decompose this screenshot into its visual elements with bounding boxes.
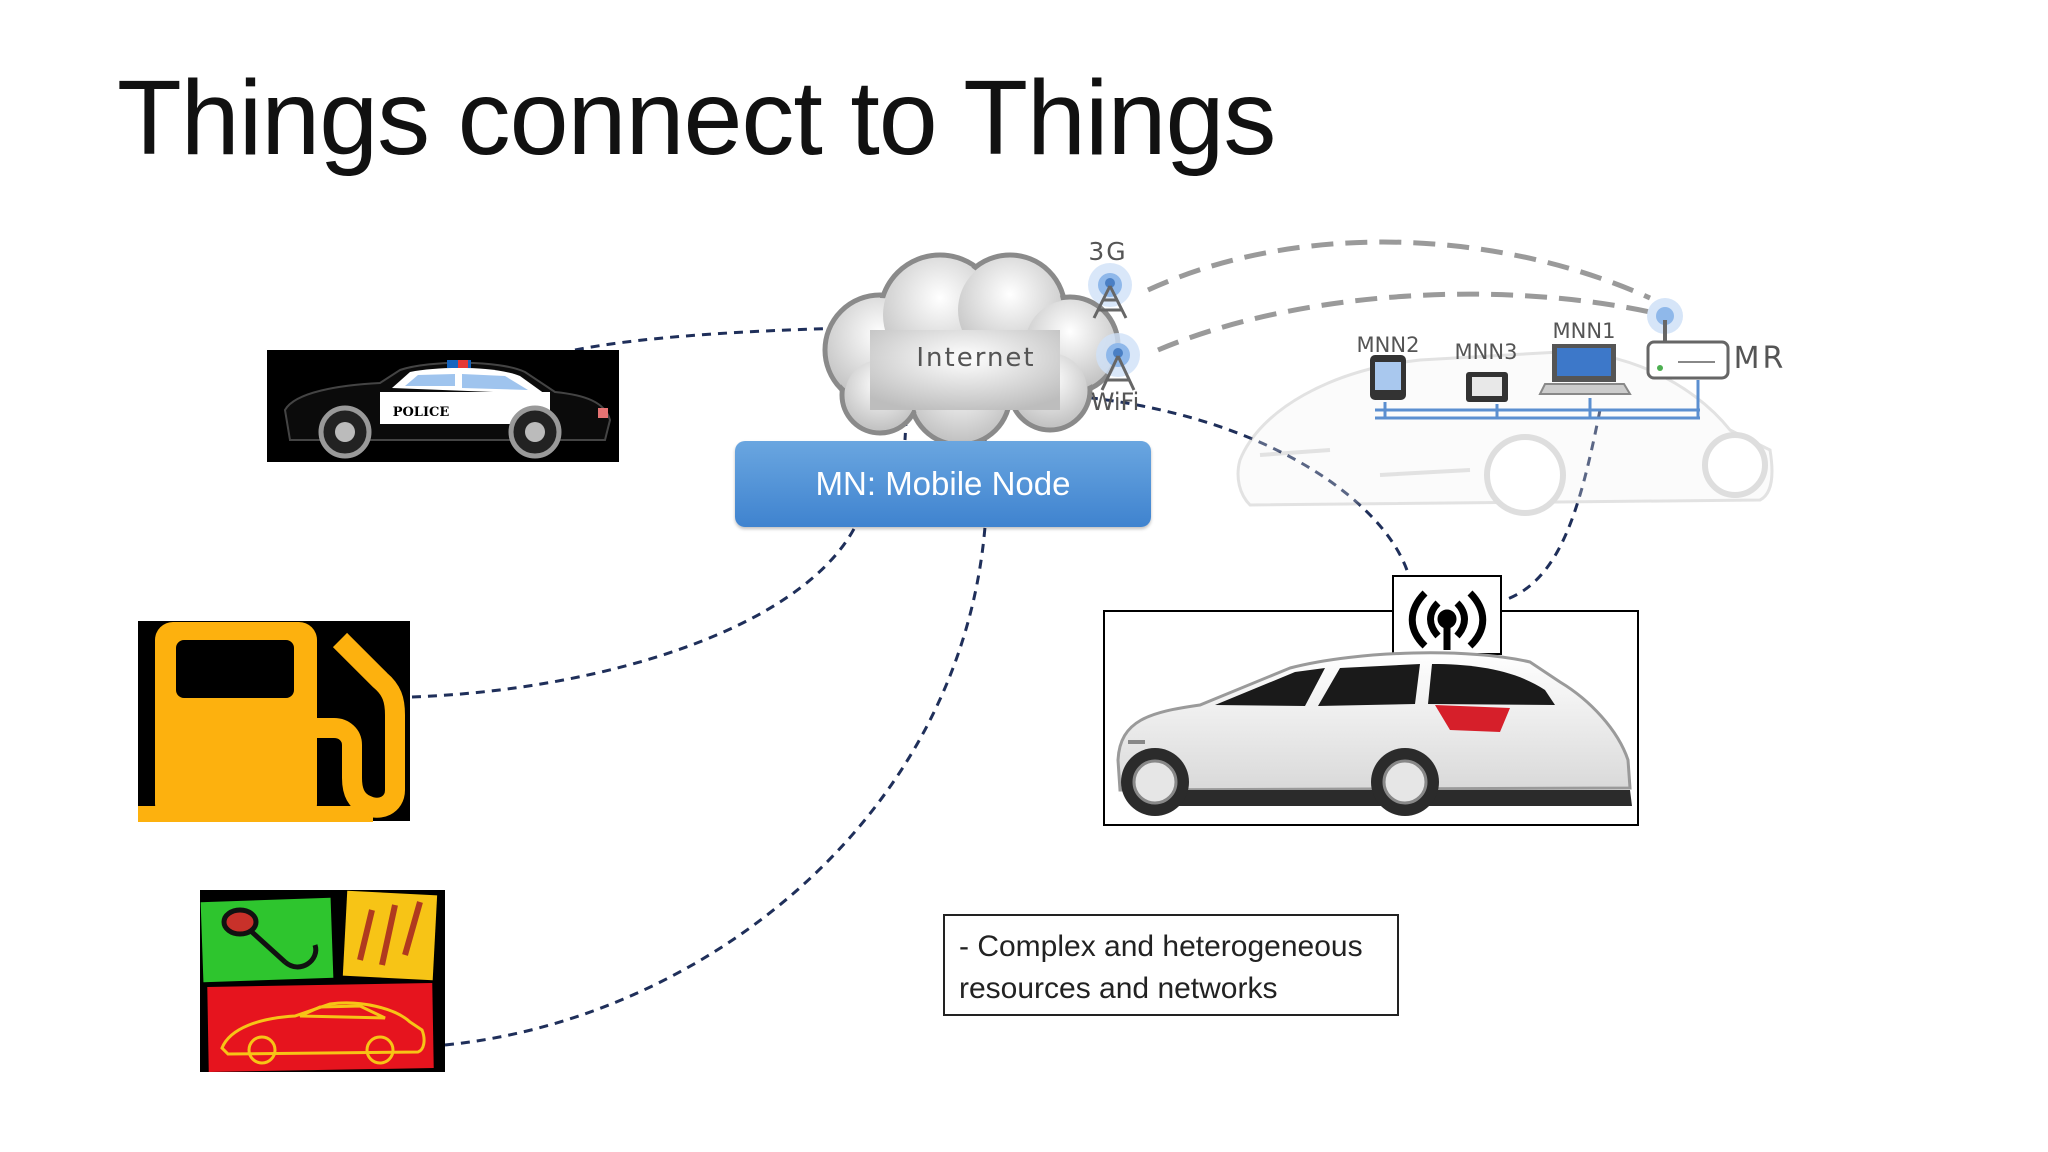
internet-cloud: Internet	[822, 252, 1121, 448]
link-internet-to-smart-car	[1024, 391, 1412, 581]
connection-links	[411, 326, 1602, 1047]
link-fuel	[411, 526, 857, 699]
link-police-car	[574, 326, 851, 352]
note-box: - Complex and heterogeneous resources an…	[943, 914, 1399, 1016]
mr-label: MR	[1734, 341, 1787, 376]
wireless-arcs	[1146, 239, 1652, 353]
trouble-light-icon	[221, 907, 319, 970]
smart-car-image	[1103, 575, 1639, 826]
pda-icon	[1466, 372, 1508, 402]
link-mr-to-smart-car	[1504, 409, 1602, 602]
arc-wifi-to-mr	[1157, 291, 1651, 353]
car-outline-icon	[220, 1001, 426, 1065]
mnn2-label: MNN2	[1357, 333, 1420, 357]
tower-wifi-icon: WiFi	[1091, 333, 1140, 416]
arc-3g-to-mr	[1146, 239, 1652, 301]
tech-3g-label: 3G	[1088, 237, 1127, 266]
toolkit-image	[200, 890, 445, 1072]
internet-label: Internet	[916, 343, 1035, 373]
note-line-1: - Complex and heterogeneous	[959, 930, 1363, 963]
fuel-pump-icon	[138, 621, 410, 822]
link-toolkit	[444, 526, 987, 1047]
police-text: POLICE	[393, 405, 450, 420]
mobile-network: MNN2 MNN3 MNN1 MR	[1357, 298, 1787, 420]
tower-3g-icon: 3G	[1088, 237, 1132, 319]
laptop-icon	[1538, 344, 1632, 395]
phone-icon	[1370, 355, 1406, 400]
police-car-image: POLICE	[267, 350, 619, 462]
router-icon	[1646, 298, 1730, 380]
mobile-node-box: MN: Mobile Node	[735, 441, 1151, 527]
note-line-2: resources and networks	[959, 972, 1278, 1005]
wrench-icon	[357, 901, 423, 966]
slide-title: Things connect to Things	[117, 59, 1276, 177]
tech-wifi-label: WiFi	[1091, 388, 1140, 416]
antenna-signal-icon	[1408, 590, 1487, 650]
mnn3-label: MNN3	[1455, 340, 1518, 364]
mnn1-label: MNN1	[1553, 319, 1616, 343]
